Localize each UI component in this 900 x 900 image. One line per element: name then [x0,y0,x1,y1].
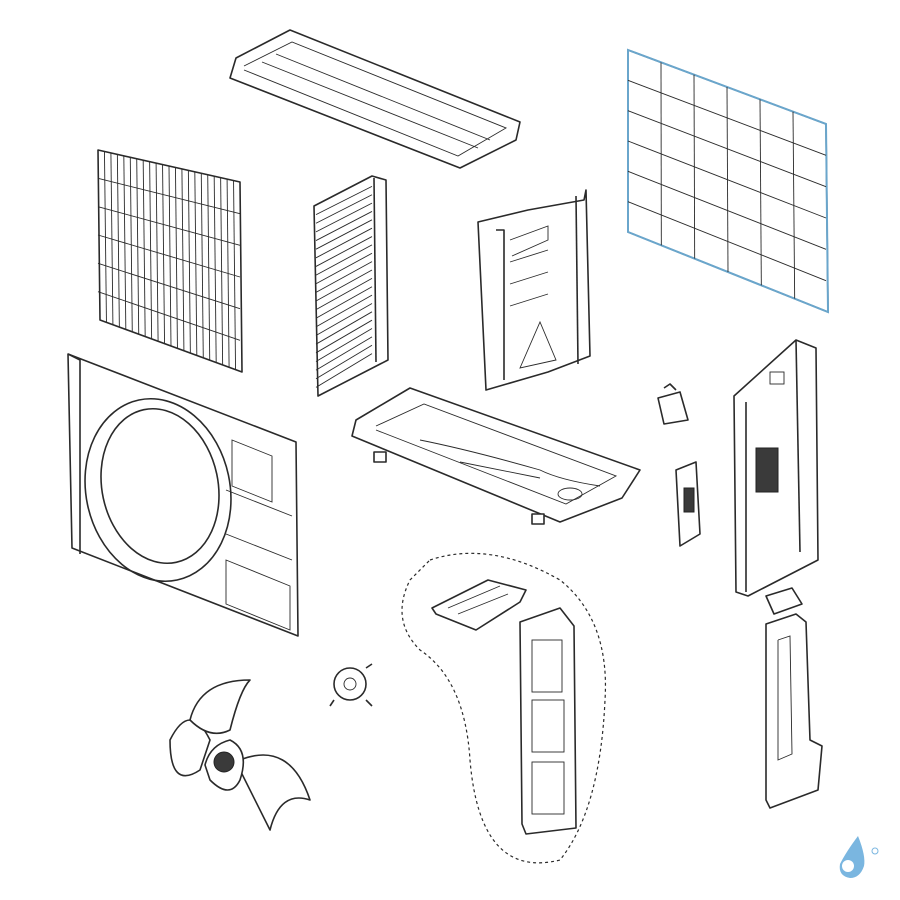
line-detail [627,140,827,219]
line-detail [315,194,373,224]
line-detail [97,177,241,215]
line-detail [315,353,373,388]
line-detail [315,303,373,336]
line-detail [315,244,373,276]
line-detail [315,344,373,380]
front-panel [67,353,299,637]
line-detail [315,236,373,267]
line-detail [315,211,373,241]
right-side-panel [733,339,819,597]
rear-grille [97,149,243,373]
air-filter [627,48,830,314]
side-grille [313,175,389,397]
line-detail [315,202,373,233]
line-detail [315,294,373,328]
line-detail [627,201,827,282]
line-detail [315,336,373,371]
line-detail [627,110,827,188]
line-detail [315,185,373,216]
line-detail [627,79,827,156]
control-box-assembly [401,552,607,864]
line-detail [315,227,373,259]
line-detail [315,269,373,302]
base-pan [351,387,641,525]
reactor-bracket [675,461,701,547]
brand-logo [839,836,879,878]
fan-motor [329,663,373,707]
line-detail [97,206,241,246]
line-detail [315,311,373,345]
electrical-box [519,607,577,835]
control-board [431,579,527,631]
fan-blade [169,679,311,831]
partition-plate [477,189,591,391]
line-detail [315,328,373,362]
line-detail [97,262,241,310]
line-detail [627,170,827,250]
top-cover-panel [229,29,521,169]
line-detail [315,219,373,250]
terminal-clip [657,383,689,425]
line-detail [97,291,241,341]
handle [765,587,803,615]
line-detail [97,234,241,278]
valve-cover [765,613,823,809]
line-detail [315,319,373,354]
line-detail [315,286,373,319]
line-detail [315,261,373,293]
line-detail [315,252,373,285]
line-detail [315,277,373,311]
